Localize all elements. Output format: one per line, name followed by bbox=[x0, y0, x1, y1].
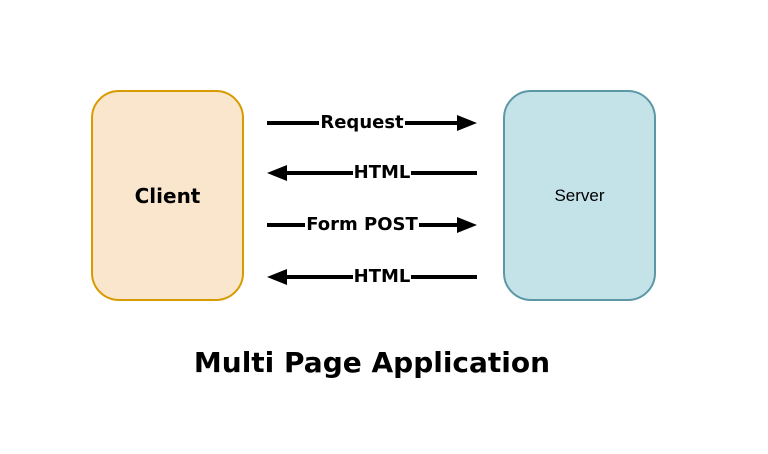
arrowhead-right-icon bbox=[457, 217, 478, 233]
arrow-label: Request bbox=[320, 112, 404, 133]
arrow-html-response-2: HTML bbox=[267, 262, 478, 292]
arrow-form-post: Form POST bbox=[267, 210, 478, 240]
arrowhead-left-icon bbox=[267, 165, 287, 181]
arrow-label: HTML bbox=[353, 266, 411, 287]
arrow-line bbox=[267, 121, 320, 125]
diagram-title: Multi Page Application bbox=[193, 346, 551, 379]
arrow-line bbox=[418, 223, 458, 227]
arrow-html-response-1: HTML bbox=[267, 158, 478, 188]
arrow-line bbox=[267, 223, 306, 227]
arrow-line bbox=[411, 275, 478, 279]
arrowhead-left-icon bbox=[267, 269, 287, 285]
arrow-request: Request bbox=[267, 108, 478, 138]
client-box: Client bbox=[91, 90, 244, 301]
arrowhead-right-icon bbox=[457, 115, 478, 131]
arrow-label: Form POST bbox=[306, 214, 418, 235]
arrow-line bbox=[411, 171, 478, 175]
arrow-line bbox=[287, 275, 353, 279]
arrow-label: HTML bbox=[353, 162, 411, 183]
server-box: Server bbox=[503, 90, 656, 301]
server-label: Server bbox=[554, 185, 605, 205]
arrow-line bbox=[287, 171, 353, 175]
client-label: Client bbox=[134, 183, 201, 208]
arrow-line bbox=[404, 121, 458, 125]
